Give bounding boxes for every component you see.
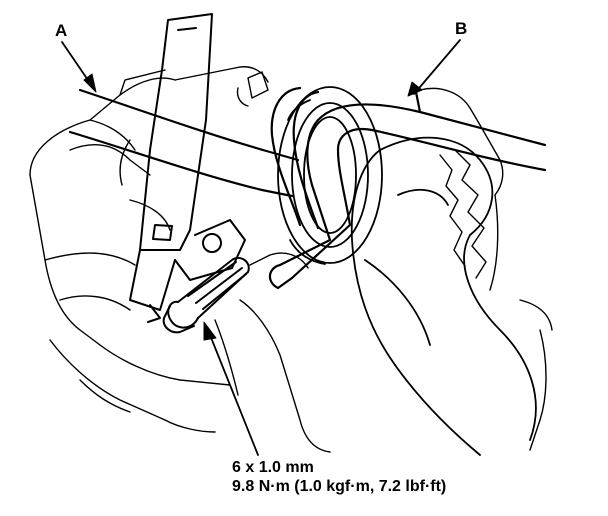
bolt-size: 6 x 1.0 mm (232, 459, 314, 476)
arrowhead-a (83, 73, 97, 93)
flange-bolt (162, 256, 250, 334)
callout-b: B (455, 19, 468, 38)
leader-line-bolt (209, 334, 259, 456)
pipe-a (68, 88, 300, 198)
fastener-spec: 6 x 1.0 mm 9.8 N·m (1.0 kgf·m, 7.2 lbf·f… (232, 458, 446, 496)
intake-hose (350, 136, 537, 456)
callout-a: A (55, 21, 68, 40)
arrowhead-b (407, 81, 423, 97)
leader-line-b (413, 39, 461, 95)
arrowhead-bolt (203, 321, 217, 341)
bolt-torque: 9.8 N·m (1.0 kgf·m, 7.2 lbf·ft) (232, 478, 447, 495)
pipe-b (268, 86, 547, 290)
engine-casting-outline (29, 66, 553, 453)
mounting-bracket (129, 13, 246, 323)
pipe-grommet (277, 86, 383, 265)
